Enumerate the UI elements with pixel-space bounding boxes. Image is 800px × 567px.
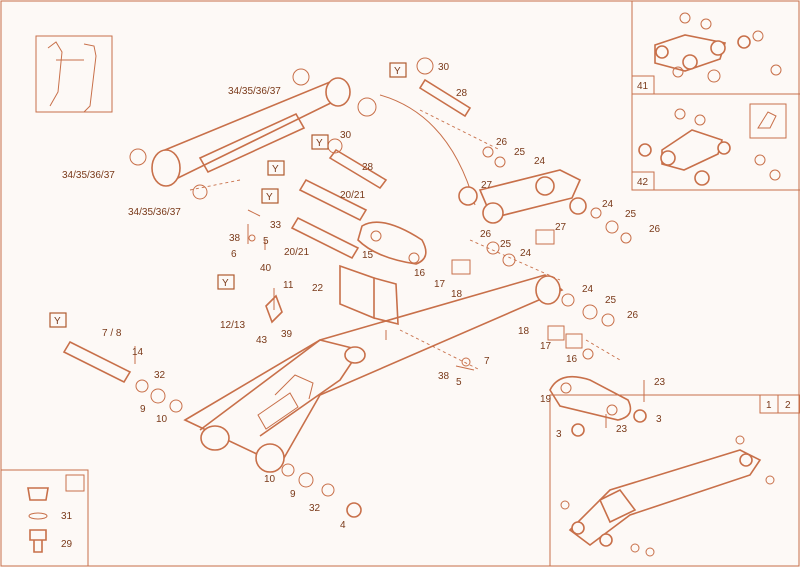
boom-arm: [183, 274, 564, 473]
y-marker-boxes: [49, 62, 407, 328]
callout-c28a: 28: [456, 88, 468, 99]
bushings-lower-right: [547, 293, 615, 360]
hydraulic-cylinder: [129, 68, 377, 200]
callout-c1213: 12/13: [220, 320, 245, 331]
callout-c16a: 16: [414, 268, 426, 279]
panel-42: [631, 103, 787, 191]
leader-lines: [189, 109, 621, 371]
callout-c18a: 18: [451, 289, 463, 300]
callout-c11: 11: [283, 280, 294, 291]
panel-1-label: 1: [766, 400, 772, 411]
callout-c24d: 24: [582, 284, 594, 295]
bracket-22: [339, 264, 399, 326]
callout-c32b: 32: [309, 503, 321, 514]
callout-c17a: 17: [434, 279, 446, 290]
thumbnail-inset: [35, 35, 113, 113]
pins-top: [290, 57, 476, 260]
callout-c78: 7 / 8: [102, 328, 122, 339]
callout-c26d: 26: [627, 310, 639, 321]
callout-c22: 22: [312, 283, 324, 294]
callout-c3a: 3: [656, 414, 662, 425]
panel-number-labels: 41 42 1 2: [637, 81, 791, 411]
y-marker-label: Y: [222, 278, 229, 289]
callout-c30b: 30: [340, 130, 352, 141]
callout-c31: 31: [61, 511, 73, 522]
pin-12-13: [265, 288, 283, 324]
y-marker-label: Y: [394, 66, 401, 77]
callout-c7: 7: [484, 356, 490, 367]
link-15: [357, 221, 427, 265]
callout-labels: 30 28 34/35/36/37 34/35/36/37 34/35/36/37 30 2…: [61, 62, 666, 550]
bushings-bottom: [281, 463, 362, 518]
callout-c38a: 38: [229, 233, 241, 244]
callout-c16b: 16: [566, 354, 578, 365]
callout-c343536c: 34/35/36/37: [128, 207, 181, 218]
callout-c5b: 5: [456, 377, 462, 388]
fasteners: [134, 209, 475, 371]
callout-c27b: 27: [555, 222, 567, 233]
callout-c43: 43: [256, 335, 268, 346]
callout-c5a: 5: [263, 236, 269, 247]
callout-c343536b: 34/35/36/37: [62, 170, 115, 181]
callout-c29: 29: [61, 539, 73, 550]
y-marker-label: Y: [266, 192, 273, 203]
callout-c18b: 18: [518, 326, 530, 337]
callout-c32a: 32: [154, 370, 166, 381]
callout-c3b: 3: [556, 429, 562, 440]
callout-c2021a: 20/21: [340, 190, 365, 201]
panel-42-label: 42: [637, 177, 649, 188]
callout-c25b: 25: [625, 209, 637, 220]
callout-c30a: 30: [438, 62, 450, 73]
y-marker-labels: Y Y Y Y Y Y: [54, 66, 401, 327]
panel-41: [631, 1, 800, 191]
callout-c28b: 28: [362, 162, 374, 173]
callout-c23b: 23: [616, 424, 628, 435]
y-marker-label: Y: [54, 316, 61, 327]
callout-c19: 19: [540, 394, 552, 405]
callout-c25c: 25: [500, 239, 512, 250]
callout-c26c: 26: [480, 229, 492, 240]
callout-c24b: 24: [602, 199, 614, 210]
panel-2-label: 2: [785, 400, 791, 411]
callout-c9b: 9: [290, 489, 296, 500]
callout-c9a: 9: [140, 404, 146, 415]
callout-c4: 4: [340, 520, 346, 531]
callout-c10a: 10: [156, 414, 168, 425]
panel-41-label: 41: [637, 81, 649, 92]
overview-inset: [549, 394, 800, 566]
callout-c6: 6: [231, 249, 237, 260]
callout-c24a: 24: [534, 156, 546, 167]
callout-c25d: 25: [605, 295, 617, 306]
y-marker-label: Y: [316, 138, 323, 149]
y-marker-label: Y: [272, 164, 279, 175]
callout-c40: 40: [260, 263, 272, 274]
pin-7-8: [62, 340, 183, 413]
callout-c24c: 24: [520, 248, 532, 259]
callout-c38b: 38: [438, 371, 450, 382]
callout-c10b: 10: [264, 474, 276, 485]
callout-c26b: 26: [649, 224, 661, 235]
callout-c14: 14: [132, 347, 144, 358]
callout-c23a: 23: [654, 377, 666, 388]
grease-fitting-inset: [1, 469, 89, 566]
callout-c25a: 25: [514, 147, 526, 158]
callout-c2021b: 20/21: [284, 247, 309, 258]
callout-c39: 39: [281, 329, 293, 340]
callout-c27a: 27: [481, 180, 493, 191]
callout-c26a: 26: [496, 137, 508, 148]
callout-c17b: 17: [540, 341, 552, 352]
callout-c15: 15: [362, 250, 374, 261]
callout-c343536a: 34/35/36/37: [228, 86, 281, 97]
link-19: [549, 375, 647, 437]
callout-c33: 33: [270, 220, 282, 231]
